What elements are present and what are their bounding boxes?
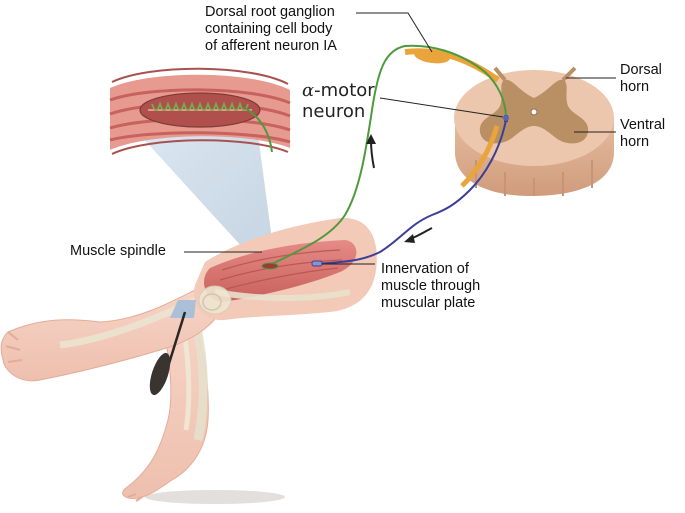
- ventral-horn-label-line-1: Ventral: [620, 117, 666, 133]
- muscle-spindle-marker: [261, 262, 279, 270]
- dorsal-horn-label: Dorsal horn: [620, 62, 662, 96]
- innervation-label-line-2: muscle through: [381, 278, 481, 294]
- dorsal-root-ganglion-label-line-3: of afferent neuron IA: [205, 38, 337, 54]
- leader-motor-neuron: [379, 97, 504, 118]
- innervation-label-line-1: Innervation of: [381, 261, 469, 277]
- alpha-symbol: α: [302, 80, 315, 101]
- ventral-horn-label-line-2: horn: [620, 134, 650, 150]
- motor-end-plate: [311, 260, 323, 267]
- reflex-hammer: [149, 300, 196, 396]
- quadriceps-muscle: [203, 240, 357, 302]
- muscle-spindle-label: Muscle spindle: [70, 243, 166, 259]
- magnified-spindle-inset: [109, 67, 291, 155]
- floor-shadow: [145, 490, 285, 504]
- dorsal-root-ganglion-label: Dorsal root ganglion containing cell bod…: [205, 4, 337, 55]
- motor-neuron-cell-body: [503, 115, 509, 121]
- innervation-label: Innervation of muscle through muscular p…: [381, 261, 480, 312]
- innervation-label-line-3: muscular plate: [381, 295, 476, 311]
- dorsal-root-ganglion-label-line-2: containing cell body: [205, 21, 333, 37]
- afferent-neuron-ia: [267, 44, 507, 267]
- alpha-motor-neuron-label-line-1: α-motor: [302, 80, 375, 101]
- alpha-motor-neuron-label: α-motor neuron: [302, 80, 375, 122]
- dorsal-horn-label-line-1: Dorsal: [620, 62, 662, 78]
- dorsal-root-ganglion: [414, 48, 450, 64]
- ventral-horn-label: Ventral horn: [620, 117, 665, 151]
- leader-ganglion: [356, 12, 433, 53]
- alpha-motor-neuron-label-line-2: neuron: [302, 101, 366, 122]
- magnification-cone: [140, 135, 275, 270]
- alpha-motor-neuron-axon: [315, 119, 507, 265]
- dorsal-root-ganglion-label-line-1: Dorsal root ganglion: [205, 4, 335, 20]
- thigh: [194, 217, 377, 321]
- motor-text: -motor: [314, 80, 375, 101]
- afferent-direction-arrow: [370, 139, 375, 169]
- ventral-root: [460, 125, 500, 188]
- dorsal-horn-label-line-2: horn: [620, 79, 650, 95]
